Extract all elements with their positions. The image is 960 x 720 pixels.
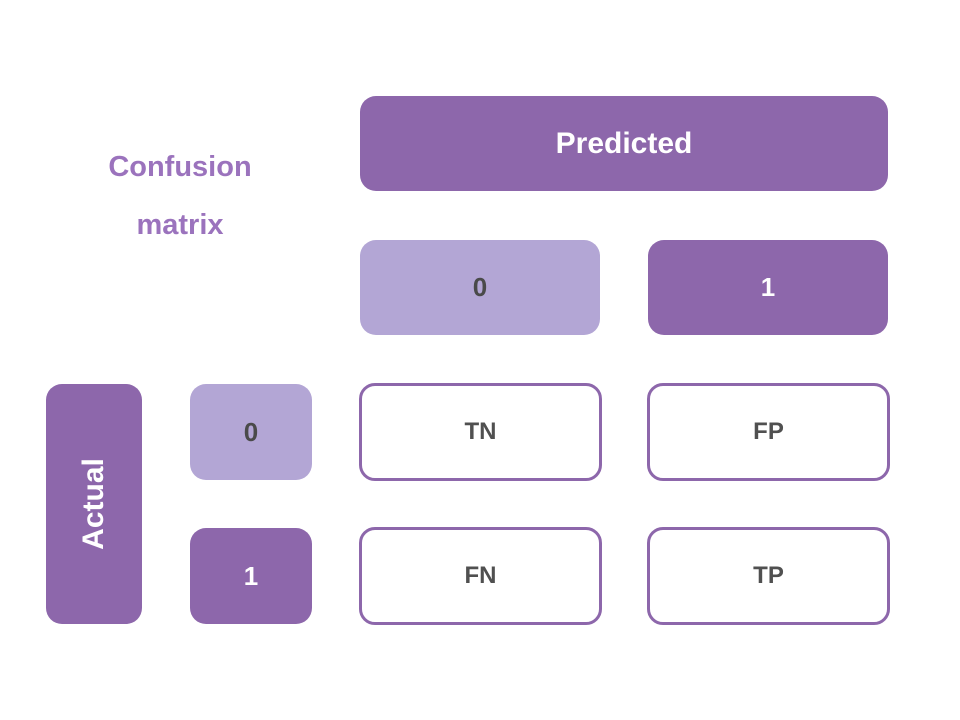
title-line-2: matrix [136, 209, 224, 241]
cell-true-negative: TN [359, 383, 602, 481]
predicted-label-0: 0 [360, 240, 600, 335]
predicted-label-1: 1 [648, 240, 888, 335]
actual-header: Actual [46, 384, 142, 624]
cell-false-positive: FP [647, 383, 890, 481]
cell-false-negative: FN [359, 527, 602, 625]
diagram-title: Confusion matrix [80, 138, 280, 254]
predicted-header: Predicted [360, 96, 888, 191]
actual-label-0: 0 [190, 384, 312, 480]
actual-header-text: Actual [77, 458, 110, 550]
actual-label-1: 1 [190, 528, 312, 624]
cell-true-positive: TP [647, 527, 890, 625]
title-line-1: Confusion [108, 151, 252, 183]
